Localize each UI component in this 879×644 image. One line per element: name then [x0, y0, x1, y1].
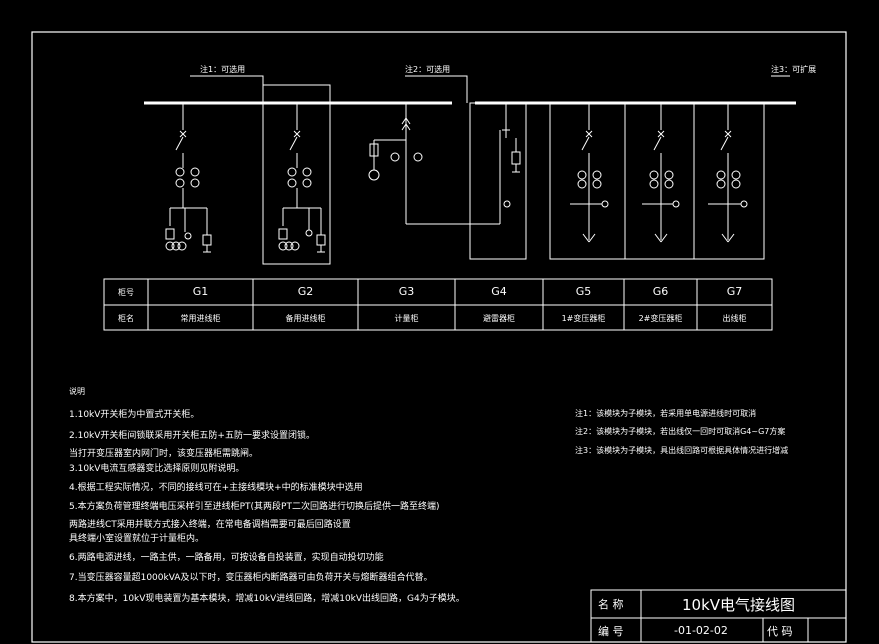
instruction-line-1: 1.10kV开关柜为中置式开关柜。	[69, 410, 200, 420]
cabinet-id-g7: G7	[726, 285, 743, 298]
cabinet-name-g1: 常用进线柜	[180, 314, 221, 323]
instruction-line-2: 2.10kV开关柜间锁联采用开关柜五防+五防一要求设置闭锁。	[69, 431, 315, 441]
instruction-line-11: 8.本方案中，10kV现电装置为基本模块，增减10kV进线回路，增减10kV出线…	[69, 594, 465, 604]
cabinet-id-g5: G5	[575, 285, 592, 298]
g2-module-box	[262, 84, 331, 265]
cabinet-name-g2: 备用进线柜	[285, 314, 326, 323]
cabinet-id-g1: G1	[192, 285, 209, 298]
instructions-heading: 说明	[69, 387, 85, 396]
cabinet-id-g4: G4	[491, 285, 507, 298]
g6-feeder	[642, 103, 680, 243]
drawing-number: -01-02-02	[674, 624, 728, 637]
schedule-table	[103, 278, 773, 331]
g4-arrester	[502, 103, 521, 173]
title-name-label: 名 称	[598, 598, 624, 611]
instruction-line-7: 两路进线CT采用并联方式接入终端，在常电备调档需要可最后回路设置	[69, 520, 351, 530]
cabinet-id-g6: G6	[652, 285, 669, 298]
instruction-line-5: 4.根据工程实际情况，不同的接线可在+主接线模块+中的标准模块中选用	[69, 483, 363, 493]
cabinet-name-g4: 避雷器柜	[483, 314, 515, 323]
cabinet-name-g5: 1#变压器柜	[561, 314, 606, 323]
table-header-id: 柜号	[118, 288, 134, 297]
note3-label: 注3：可扩展	[771, 65, 817, 74]
cabinet-name-g6: 2#变压器柜	[638, 314, 683, 323]
cabinet-name-g7: 出线柜	[722, 314, 747, 323]
g5-g7-module-box	[549, 102, 765, 260]
instruction-line-6: 5.本方案负荷管理终端电压采样引至进线柜PT(其两段PT二次回路进行切换后提供一…	[69, 502, 440, 512]
note2-label: 注2：可选用	[405, 65, 451, 74]
note1-label: 注1：可选用	[200, 65, 246, 74]
cabinet-name-g3: 计量柜	[394, 314, 419, 323]
right-note-3: 注3：该模块为子模块，具出线回路可根据具体情况进行增减	[575, 446, 789, 455]
instruction-line-10: 7.当变压器容量超1000kVA及以下时，变压器柜内断路器可由负荷开关与熔断器组…	[69, 573, 433, 583]
right-note-2: 注2：该模块为子模块，若出线仅一回时可取消G4~G7方案	[575, 427, 786, 436]
instruction-line-9: 6.两路电源进线，一路主供，一路备用，可按设备自投装置，实现自动投切功能	[69, 553, 384, 563]
g3-metering	[368, 103, 511, 225]
g2-feeder	[278, 103, 326, 253]
instruction-line-4: 3.10kV电流互感器变比选择原则见附说明。	[69, 464, 245, 474]
g7-feeder	[708, 103, 748, 243]
instruction-line-8: 具终端小室设置就位于计量柜内。	[69, 534, 205, 544]
cabinet-id-g2: G2	[297, 285, 314, 298]
g4-module-box	[469, 102, 527, 260]
drawing-title: 10kV电气接线图	[682, 596, 796, 614]
table-header-name: 柜名	[118, 314, 134, 323]
title-number-label: 编 号	[598, 625, 624, 638]
title-code-label: 代 码	[767, 625, 793, 638]
note1-leader	[190, 75, 264, 103]
g1-feeder	[165, 103, 212, 253]
title-block	[590, 589, 847, 643]
instruction-line-3: 当打开变压器室内网门时，该变压器柜需跳闸。	[69, 449, 259, 459]
g5-feeder	[570, 103, 609, 243]
cabinet-id-g3: G3	[398, 285, 415, 298]
note2-leader	[405, 75, 468, 103]
drawing-frame	[31, 31, 847, 643]
right-note-1: 注1：该模块为子模块，若采用单电源进线时可取消	[575, 409, 757, 418]
